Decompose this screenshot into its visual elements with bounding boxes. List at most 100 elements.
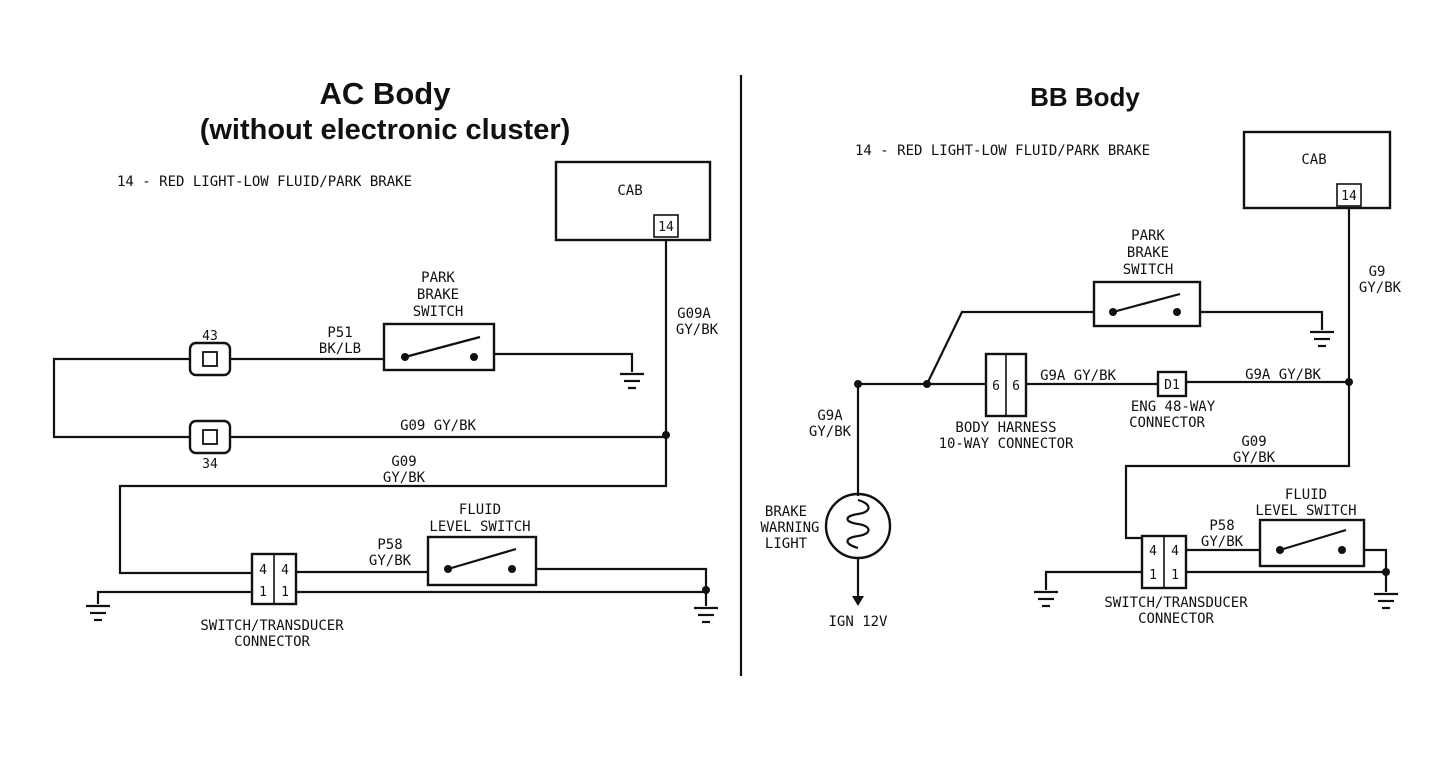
- ac-p51-line2: BK/LB: [319, 341, 361, 357]
- bb-conn-pin-4: 1: [1171, 568, 1179, 583]
- ac-conn-pin-2: 4: [281, 563, 289, 578]
- bb-eng-label-1: ENG 48-WAY: [1131, 399, 1216, 415]
- bb-brake-light-label-2: WARNING: [760, 520, 819, 536]
- bb-cab-pin-box: [1336, 183, 1362, 207]
- ac-wire-connector-ground: [96, 590, 252, 604]
- ac-fluid-level-switch-contact: [508, 565, 516, 573]
- bb-cab-label: CAB: [1301, 152, 1326, 168]
- bb-p58-line2: GY/BK: [1201, 534, 1244, 550]
- bb-g9-line1: G9: [1369, 264, 1386, 280]
- bb-fluid-switch-label-1: FLUID: [1285, 487, 1327, 503]
- bb-g9a-mid-label: G9A GY/BK: [1040, 368, 1116, 384]
- bb-wire-fluid-ground: [1364, 548, 1388, 592]
- arrow-down-icon: [852, 596, 864, 606]
- ac-cab-pin: 14: [658, 220, 674, 235]
- bb-body-title: BB Body: [1030, 82, 1140, 112]
- ac-connector-34: [188, 419, 232, 455]
- bb-p58-line1: P58: [1209, 518, 1234, 534]
- bb-ground-icon-1: [1310, 330, 1334, 348]
- bb-fluid-level-switch-contact: [1338, 546, 1346, 554]
- ac-cab-box: [554, 160, 712, 242]
- ac-fluid-switch-label-2: LEVEL SWITCH: [429, 519, 530, 535]
- ac-conn-pin-3: 1: [259, 585, 267, 600]
- bulb-filament-icon: [846, 498, 870, 550]
- ac-connector-label-1: SWITCH/TRANSDUCER: [200, 618, 344, 634]
- bb-g09-line1: G09: [1241, 434, 1266, 450]
- bb-fluid-level-switch: [1258, 518, 1366, 568]
- ac-g09-line1: G09: [391, 454, 416, 470]
- bb-park-brake-switch: [1092, 280, 1202, 328]
- ac-park-switch-label-3: SWITCH: [413, 304, 464, 320]
- ac-park-switch-label-2: BRAKE: [417, 287, 459, 303]
- ac-p58-line1: P58: [377, 537, 402, 553]
- bb-g9a-right-label: G9A GY/BK: [1245, 367, 1321, 383]
- ac-body-panel: AC Body (without electronic cluster) 14 …: [52, 76, 719, 650]
- ac-splice: [662, 431, 670, 439]
- ac-g09a-line1: G09A: [677, 306, 711, 322]
- ac-connector-43: [188, 341, 232, 377]
- bb-park-switch-label-3: SWITCH: [1123, 262, 1174, 278]
- bb-park-switch-blade: [1112, 292, 1181, 314]
- bb-brake-light-label-3: LIGHT: [765, 536, 808, 552]
- bb-g9a-left-2: GY/BK: [809, 424, 852, 440]
- ac-park-switch-label-1: PARK: [421, 270, 455, 286]
- bb-park-switch-label-1: PARK: [1131, 228, 1165, 244]
- bb-cab-box: [1242, 130, 1392, 210]
- ac-body-title: AC Body: [320, 76, 452, 111]
- bb-ground-icon-2: [1034, 590, 1058, 608]
- bb-d1-label: D1: [1164, 378, 1180, 393]
- bb-wire-park-ground: [1200, 310, 1324, 330]
- ac-wire-park-ground: [494, 352, 634, 372]
- bb-d1-connector: [1156, 370, 1188, 398]
- ac-wire-g09: [118, 240, 668, 575]
- bb-fluid-switch-blade: [1279, 528, 1347, 552]
- ac-connector-34-socket: [202, 429, 218, 445]
- ac-p51-line1: P51: [327, 325, 352, 341]
- ac-cab-label: CAB: [617, 183, 642, 199]
- ac-park-switch-blade: [404, 335, 481, 359]
- bb-park-switch-label-2: BRAKE: [1127, 245, 1169, 261]
- ac-conn-43-label: 43: [202, 329, 218, 344]
- bb-conn-pin-3: 1: [1149, 568, 1157, 583]
- bb-brake-warning-lamp: [824, 492, 892, 560]
- ac-park-brake-switch-contact: [470, 353, 478, 361]
- bb-cab-pin: 14: [1341, 189, 1357, 204]
- bb-ground-icon-3: [1374, 592, 1398, 610]
- bb-ign-label: IGN 12V: [828, 614, 888, 630]
- bb-conn-pin-2: 4: [1171, 544, 1179, 559]
- bb-fluid-switch-label-2: LEVEL SWITCH: [1255, 503, 1356, 519]
- ac-fluid-switch-label-1: FLUID: [459, 502, 501, 518]
- bb-harness-label-1: BODY HARNESS: [955, 420, 1056, 436]
- ac-ground-icon-1: [620, 372, 644, 390]
- ac-ground-icon-2: [86, 604, 110, 622]
- ac-connector-43-socket: [202, 351, 218, 367]
- ac-ground-icon-3: [694, 606, 718, 624]
- bb-harness-pin-1: 6: [992, 379, 1000, 394]
- bb-g9-line2: GY/BK: [1359, 280, 1402, 296]
- bb-g09-line2: GY/BK: [1233, 450, 1276, 466]
- ac-conn-pin-1: 4: [259, 563, 267, 578]
- bb-brake-light-label-1: BRAKE: [765, 504, 807, 520]
- bb-connector-label-1: SWITCH/TRANSDUCER: [1104, 595, 1248, 611]
- bb-splice-mid: [923, 380, 931, 388]
- ac-g09-label1: G09 GY/BK: [400, 418, 476, 434]
- bb-g9a-left-1: G9A: [817, 408, 843, 424]
- bb-harness-label-2: 10-WAY CONNECTOR: [939, 436, 1074, 452]
- ac-caption: 14 - RED LIGHT-LOW FLUID/PARK BRAKE: [117, 174, 412, 190]
- bb-wire-connector-ground: [1044, 570, 1142, 590]
- ac-wire-loop: [52, 357, 190, 439]
- ac-cab-pin-box: [653, 214, 679, 238]
- bb-conn-pin-1: 4: [1149, 544, 1157, 559]
- bb-park-brake-switch-contact: [1173, 308, 1181, 316]
- bb-connector-label-2: CONNECTOR: [1138, 611, 1214, 627]
- ac-connector-label-2: CONNECTOR: [234, 634, 310, 650]
- ac-conn-34-label: 34: [202, 457, 218, 472]
- ac-fluid-switch-blade: [447, 547, 517, 571]
- ac-fluid-level-switch: [426, 535, 538, 587]
- ac-body-subtitle: (without electronic cluster): [200, 114, 571, 146]
- bb-caption: 14 - RED LIGHT-LOW FLUID/PARK BRAKE: [855, 143, 1150, 159]
- ac-wire-fluid-ground: [536, 567, 708, 606]
- ac-conn-pin-4: 1: [281, 585, 289, 600]
- bb-body-panel: BB Body 14 - RED LIGHT-LOW FLUID/PARK BR…: [760, 82, 1401, 630]
